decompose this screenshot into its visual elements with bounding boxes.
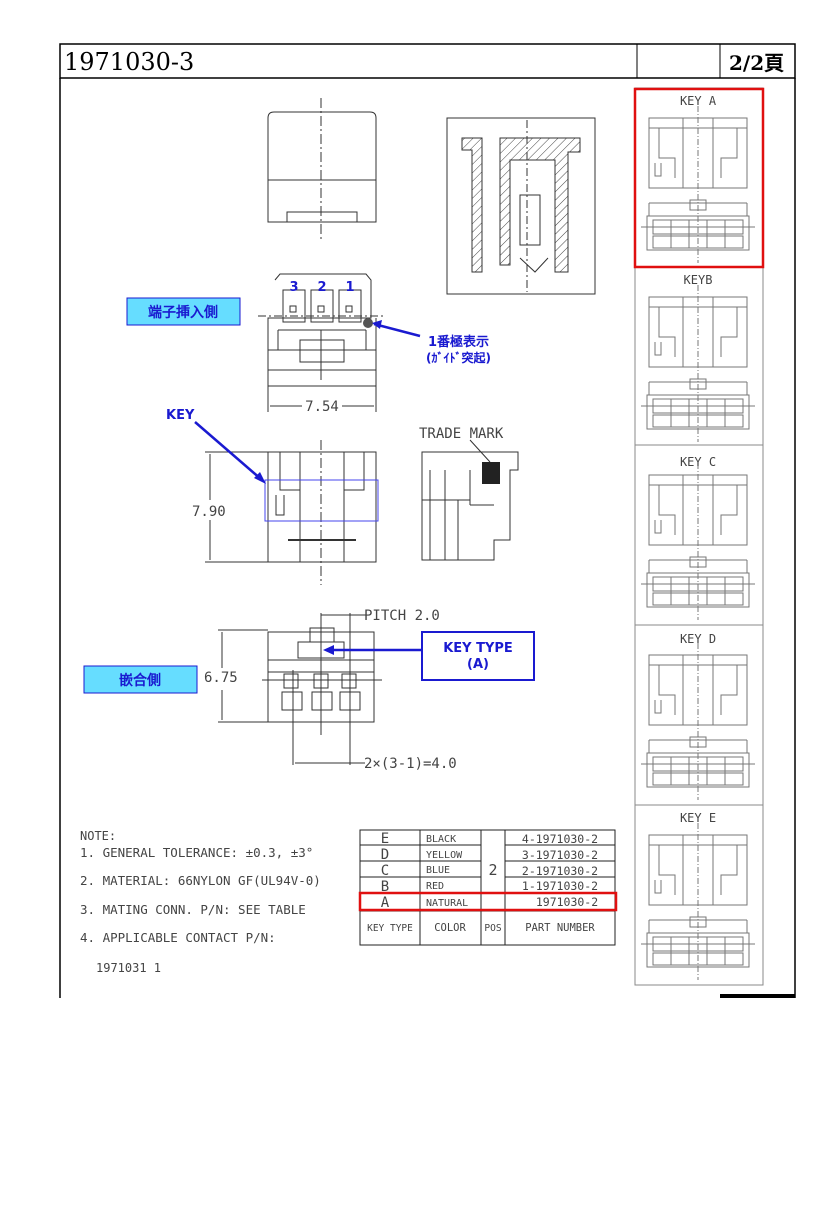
span-dimension: 2×(3-1)=4.0 bbox=[364, 756, 457, 772]
notes-title: NOTE: bbox=[80, 829, 116, 843]
trade-mark-label: TRADE MARK bbox=[419, 426, 504, 442]
table-part-number: 1-1971030-2 bbox=[522, 879, 598, 893]
table-header-key-type: KEY TYPE bbox=[367, 923, 413, 934]
table-part-number: 1971030-2 bbox=[536, 895, 598, 909]
table-pos: 2 bbox=[488, 861, 497, 879]
table-color: BLACK bbox=[426, 834, 456, 845]
trade-mark-logo bbox=[482, 462, 500, 484]
front-view: KEY 7.90 bbox=[166, 408, 379, 585]
width-dimension: 7.54 bbox=[305, 399, 339, 415]
mating-height-dimension: 6.75 bbox=[204, 670, 238, 686]
terminal-insertion-side-label: 端子挿入側 bbox=[148, 304, 218, 321]
table-header-color: COLOR bbox=[434, 922, 466, 934]
drawing-number: 1971030-3 bbox=[64, 48, 194, 76]
table-color: NATURAL bbox=[426, 898, 468, 909]
mating-side-view: PITCH 2.0 6.75 2×(3-1)=4.0 KEY TYPE (A) … bbox=[83, 608, 535, 772]
pitch-dimension: PITCH 2.0 bbox=[364, 608, 440, 624]
mating-side-label-box bbox=[83, 665, 198, 694]
key-panel-b: KEYB bbox=[684, 273, 713, 287]
note-3: 3. MATING CONN. P/N: SEE TABLE bbox=[80, 902, 306, 917]
section-view bbox=[446, 117, 596, 295]
key-panel-d: KEY D bbox=[680, 632, 716, 646]
title-block: 1971030-3 2/2頁 bbox=[59, 43, 796, 998]
table-key: A bbox=[381, 895, 390, 911]
pin-number-2: 2 bbox=[317, 280, 326, 295]
note-4: 4. APPLICABLE CONTACT P/N: bbox=[80, 930, 276, 945]
table-color: YELLOW bbox=[426, 850, 463, 861]
key-type-callout bbox=[421, 631, 535, 681]
table-part-number: 3-1971030-2 bbox=[522, 848, 598, 862]
table-color: BLUE bbox=[426, 865, 450, 876]
table-key: C bbox=[381, 863, 389, 879]
part-number-table: E BLACK 4-1971030-2 D YELLOW 3-1971030-2… bbox=[358, 829, 618, 946]
pin1-indicator-label: 1番極表示 bbox=[428, 334, 489, 350]
pin1-indicator-sublabel: (ｶﾞｲﾄﾞ突起) bbox=[426, 350, 491, 365]
pin1-guide-marker bbox=[363, 318, 373, 328]
table-header-part-number: PART NUMBER bbox=[525, 922, 595, 934]
key-highlight-box bbox=[264, 479, 379, 522]
key-type-value: (A) bbox=[467, 657, 489, 672]
contact-part-number: 1971031 1 bbox=[96, 961, 161, 975]
pin-number-1: 1 bbox=[345, 280, 354, 295]
key-type-label: KEY TYPE bbox=[443, 641, 513, 656]
table-color: RED bbox=[426, 881, 444, 892]
terminal-insertion-view: 3 2 1 7.54 1番極表示 (ｶﾞｲﾄﾞ突起) 端子挿入側 bbox=[126, 273, 491, 415]
mating-side-label: 嵌合側 bbox=[119, 672, 161, 689]
table-key: D bbox=[381, 847, 389, 863]
note-2: 2. MATERIAL: 66NYLON GF(UL94V-0) bbox=[80, 873, 321, 888]
selected-key-highlight bbox=[633, 87, 765, 269]
table-key: E bbox=[381, 831, 389, 847]
table-header-pos: POS bbox=[484, 923, 501, 934]
pin1-arrow bbox=[373, 322, 421, 338]
side-view: TRADE MARK bbox=[419, 426, 519, 561]
key-panels: KEY A KEYB KEY C KEY D KEY E bbox=[633, 87, 765, 986]
table-part-number: 4-1971030-2 bbox=[522, 832, 598, 846]
height-dimension: 7.90 bbox=[192, 504, 226, 520]
pin-number-3: 3 bbox=[289, 280, 298, 295]
table-part-number: 2-1971030-2 bbox=[522, 864, 598, 878]
key-arrow bbox=[194, 421, 263, 481]
selected-row-highlight bbox=[358, 891, 618, 912]
page-number: 2/2頁 bbox=[729, 51, 784, 75]
key-panel-c: KEY C bbox=[680, 455, 716, 469]
key-panel-a: KEY A bbox=[680, 94, 717, 108]
table-key: B bbox=[381, 879, 389, 895]
terminal-insertion-side-label-box bbox=[126, 297, 241, 326]
top-view bbox=[267, 98, 377, 240]
key-label: KEY bbox=[166, 408, 195, 423]
key-panel-e: KEY E bbox=[680, 811, 716, 825]
notes: NOTE: 1. GENERAL TOLERANCE: ±0.3, ±3° 2.… bbox=[80, 829, 321, 975]
note-1: 1. GENERAL TOLERANCE: ±0.3, ±3° bbox=[80, 845, 313, 860]
